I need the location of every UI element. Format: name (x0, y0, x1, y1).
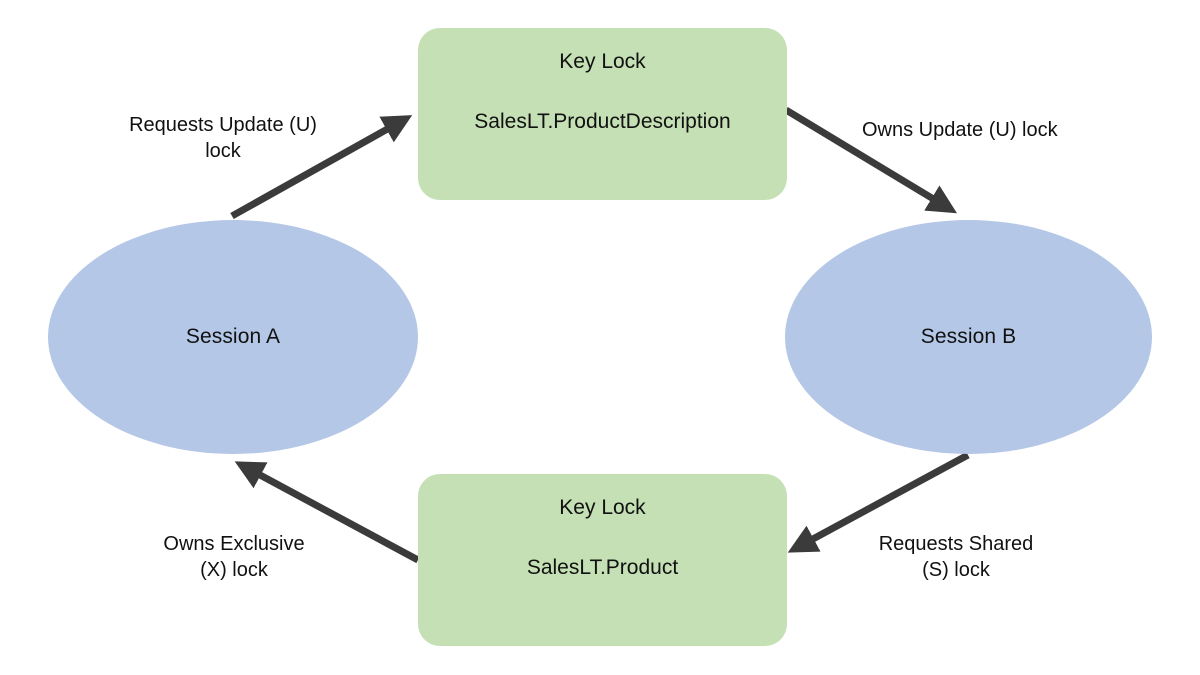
lock-top-object: SalesLT.ProductDescription (474, 110, 731, 133)
edge-label-requests-shared: Requests Shared (S) lock (878, 533, 1034, 582)
edge-owns-update-arrow (784, 107, 957, 214)
node-session-a[interactable]: Session A (48, 220, 418, 454)
node-session-a-label: Session A (185, 325, 281, 348)
edge-label-owns-exclusive: Owns Exclusive (X) lock (163, 533, 305, 582)
lock-bottom-object: SalesLT.Product (526, 556, 679, 579)
edge-label-owns-update: Owns Update (U) lock (862, 119, 1058, 141)
node-key-lock-product[interactable]: Key Lock SalesLT.Product (418, 474, 787, 646)
edge-requests-update-arrow (230, 115, 413, 220)
edge-label-requests-update: Requests Update (U) lock (129, 114, 317, 163)
edge-owns-exclusive-arrow (234, 461, 420, 564)
edge-requests-shared-arrow (787, 451, 970, 553)
node-session-b-label: Session B (920, 325, 1017, 348)
node-key-lock-product-description[interactable]: Key Lock SalesLT.ProductDescription (418, 28, 787, 200)
lock-top-title: Key Lock (559, 50, 646, 73)
lock-bottom-title: Key Lock (559, 496, 646, 519)
node-session-b[interactable]: Session B (785, 220, 1152, 454)
